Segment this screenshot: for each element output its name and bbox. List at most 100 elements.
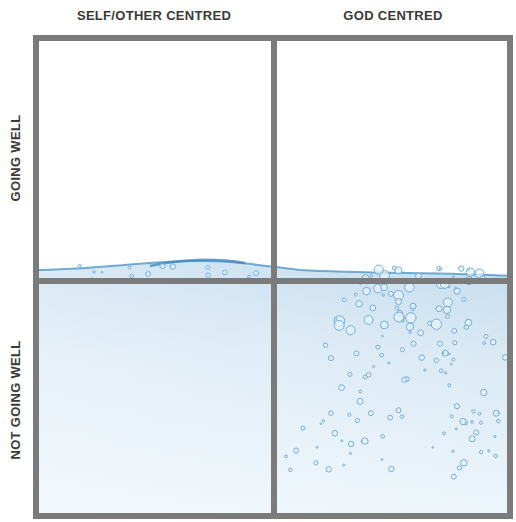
air-bubble: [424, 369, 426, 371]
air-bubble: [402, 377, 407, 382]
air-bubble: [469, 436, 475, 442]
air-bubble: [488, 450, 490, 452]
air-bubble: [285, 455, 288, 458]
air-bubble: [355, 418, 359, 422]
air-bubble: [419, 355, 424, 360]
air-bubble: [450, 415, 453, 418]
air-bubble: [374, 265, 383, 274]
air-bubble: [380, 321, 388, 329]
air-bubble: [431, 319, 441, 329]
air-bubble: [101, 271, 103, 273]
air-bubble: [479, 450, 482, 453]
air-bubble: [339, 385, 345, 391]
air-bubble: [346, 326, 355, 335]
air-bubble: [343, 464, 345, 466]
air-bubble: [395, 298, 401, 304]
air-bubble: [301, 426, 305, 430]
air-bubble: [494, 435, 496, 437]
air-bubble: [370, 275, 373, 278]
air-bubble: [471, 420, 474, 423]
air-bubble: [323, 343, 327, 347]
air-bubble: [381, 284, 388, 291]
air-bubble: [364, 316, 373, 325]
bubble-group: [78, 264, 508, 480]
air-bubble: [460, 418, 466, 424]
grid-frame: [36, 38, 510, 516]
air-bubble: [432, 447, 434, 449]
air-bubble: [465, 319, 472, 326]
air-bubble: [128, 266, 131, 269]
panel-ground: [33, 35, 513, 519]
air-bubble: [446, 314, 450, 318]
air-bubble: [362, 438, 369, 445]
air-bubble: [294, 448, 299, 453]
air-bubble: [93, 271, 95, 273]
air-bubble: [289, 468, 292, 471]
air-bubble: [496, 419, 500, 423]
air-bubble: [388, 362, 390, 364]
air-bubble: [466, 268, 474, 276]
air-bubble: [370, 305, 376, 311]
air-bubble: [222, 270, 227, 275]
air-bubble: [467, 268, 469, 270]
air-bubble: [394, 312, 404, 322]
air-bubble: [455, 287, 457, 289]
air-bubble: [354, 293, 357, 296]
air-bubble: [474, 430, 479, 435]
air-bubble: [406, 323, 413, 330]
air-bubble: [494, 454, 498, 458]
column-heading: GOD CENTRED: [343, 9, 442, 22]
air-bubble: [363, 375, 367, 379]
column-heading: SELF/OTHER CENTRED: [77, 9, 231, 22]
air-bubble: [322, 420, 324, 422]
air-bubble: [382, 294, 384, 296]
air-bubble: [348, 441, 354, 447]
grid-divider: [271, 38, 277, 516]
air-bubble: [451, 474, 456, 479]
air-bubble: [452, 358, 455, 361]
air-bubble: [363, 287, 371, 295]
air-bubble: [442, 350, 448, 356]
air-bubble: [478, 412, 481, 415]
air-bubble: [472, 410, 475, 413]
air-bubble: [314, 461, 318, 465]
air-bubble: [348, 413, 351, 416]
air-bubble: [454, 404, 459, 409]
air-bubble: [457, 466, 461, 470]
air-bubble: [376, 345, 380, 349]
row-heading: GOING WELL: [9, 115, 22, 202]
air-bubble: [400, 415, 404, 419]
air-bubble: [442, 432, 445, 435]
air-bubble: [396, 408, 401, 413]
air-bubble: [480, 389, 487, 396]
air-bubble: [332, 430, 338, 436]
air-bubble: [373, 366, 375, 368]
air-bubble: [459, 266, 464, 271]
air-bubble: [254, 271, 259, 276]
air-bubble: [348, 372, 352, 376]
air-bubble: [455, 428, 457, 430]
air-bubble: [418, 330, 424, 336]
air-bubble: [382, 335, 384, 337]
air-bubble: [328, 356, 333, 361]
air-bubble: [443, 306, 450, 313]
air-bubble: [248, 275, 251, 278]
air-bubble: [381, 459, 383, 461]
air-bubble: [453, 276, 455, 278]
air-bubble: [342, 298, 346, 302]
air-bubble: [450, 363, 452, 365]
air-bubble: [78, 265, 81, 268]
air-bubble: [436, 306, 442, 312]
air-bubble: [409, 331, 411, 333]
air-bubble: [439, 268, 442, 271]
air-bubble: [170, 264, 175, 269]
row-heading: NOT GOING WELL: [9, 340, 22, 459]
air-bubble: [326, 467, 331, 472]
air-bubble: [380, 353, 384, 357]
air-bubble: [448, 384, 451, 387]
air-bubble: [490, 339, 496, 345]
air-bubble: [334, 317, 337, 320]
air-bubble: [452, 450, 454, 452]
air-bubble: [406, 313, 416, 323]
